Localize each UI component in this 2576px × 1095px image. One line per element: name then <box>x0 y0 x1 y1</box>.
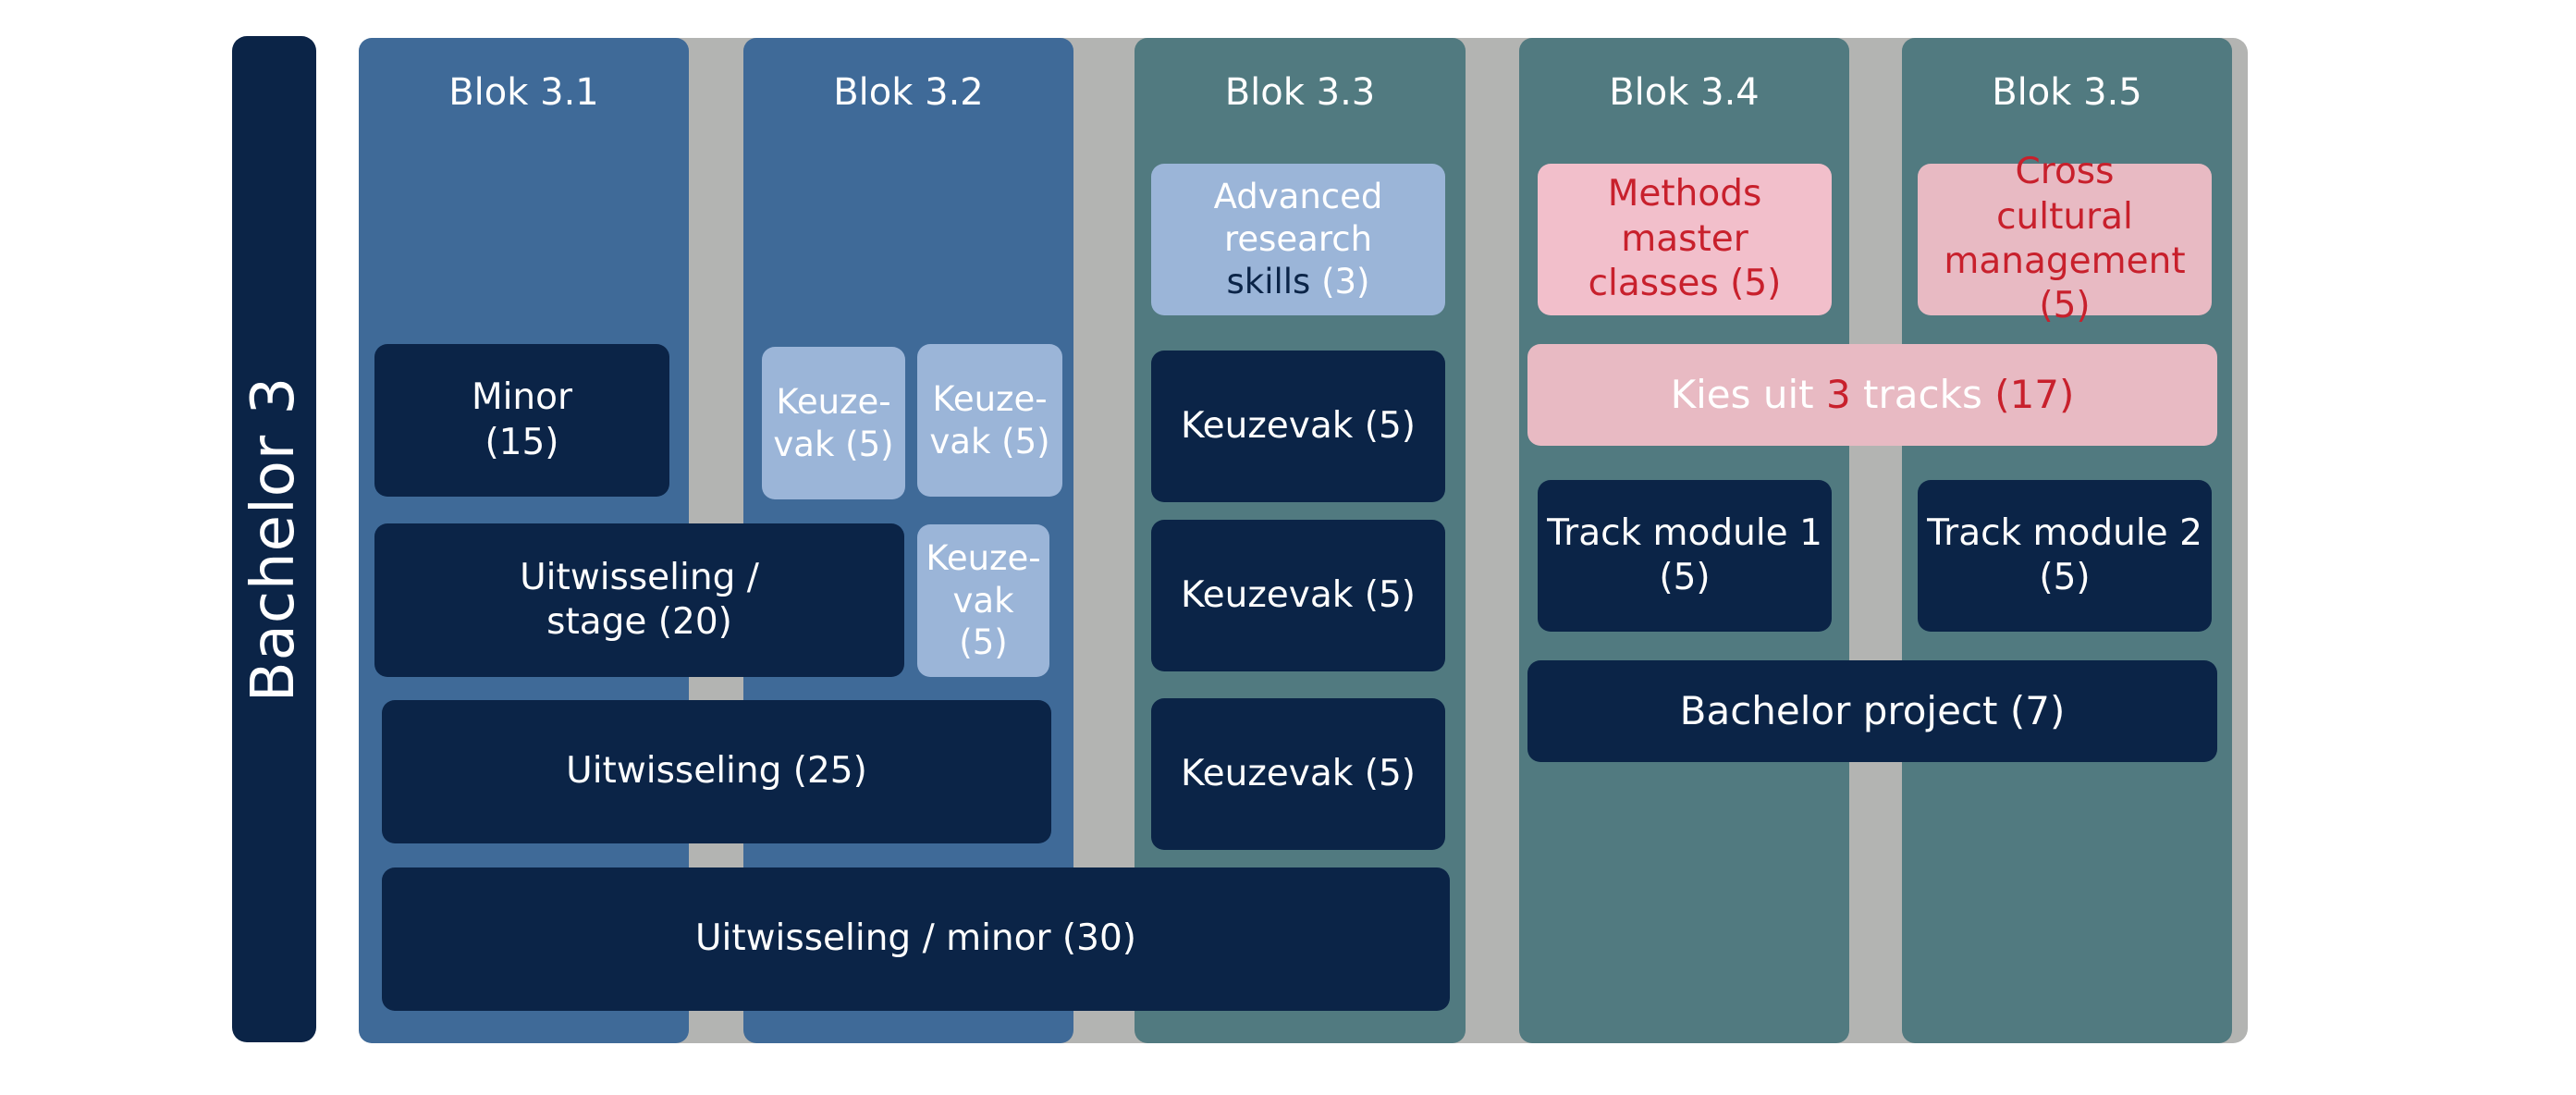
track-module-2-box: Track module 2 (5) <box>1918 480 2212 632</box>
column-title-blok-3-1: Blok 3.1 <box>448 71 599 114</box>
keuzevak-box: Keuze- vak (5) <box>917 344 1062 497</box>
keuzevak-credits: vak (5) <box>952 580 1014 663</box>
keuzevak-box: Keuzevak (5) <box>1151 520 1445 671</box>
kies-tracks-text-2: tracks <box>1850 371 1995 417</box>
track-module-1-label: Track module 1 <box>1547 511 1822 554</box>
keuzevak-label: Keuze- <box>926 537 1041 578</box>
minor-box: Minor (15) <box>374 344 669 497</box>
advanced-research-line1: Advanced <box>1213 177 1383 217</box>
uitwisseling-stage-label: Uitwisseling / <box>520 556 759 598</box>
keuzevak-label: Keuze- <box>932 378 1048 419</box>
year-sidebar <box>232 36 316 1042</box>
column-title-blok-3-5: Blok 3.5 <box>1992 71 2142 114</box>
advanced-research-skills-box: Advanced research skills (3) <box>1151 164 1445 315</box>
keuzevak-label: Keuze- <box>776 381 891 422</box>
track-module-1-credits: (5) <box>1659 557 1711 598</box>
track-module-2-label: Track module 2 <box>1927 511 2202 554</box>
advanced-research-line2: research <box>1223 219 1373 260</box>
track-module-1-box: Track module 1 (5) <box>1538 480 1832 632</box>
cross-cultural-line1: Cross <box>2015 151 2115 193</box>
uitwisseling-minor-label: Uitwisseling / minor (30) <box>694 917 1136 960</box>
methods-master-label: Methods master <box>1607 173 1762 260</box>
uitwisseling-minor-box: Uitwisseling / minor (30) <box>382 867 1450 1011</box>
cross-cultural-line2: cultural <box>1996 195 2133 238</box>
uitwisseling-25-label: Uitwisseling (25) <box>566 750 867 793</box>
year-label: Bachelor 3 <box>239 375 308 703</box>
keuzevak-label: Keuzevak (5) <box>1180 404 1416 447</box>
column-title-blok-3-3: Blok 3.3 <box>1224 71 1376 114</box>
keuzevak-box: Keuze- vak (5) <box>917 524 1049 677</box>
keuzevak-box: Keuzevak (5) <box>1151 351 1445 502</box>
column-title-blok-3-2: Blok 3.2 <box>833 71 984 114</box>
bachelor-project-label: Bachelor project (7) <box>1679 687 2066 733</box>
keuzevak-label: Keuzevak (5) <box>1180 752 1416 794</box>
keuzevak-label: Keuzevak (5) <box>1180 573 1416 616</box>
cross-cultural-line3: management (5) <box>1944 240 2186 327</box>
minor-label: Minor <box>471 376 573 419</box>
uitwisseling-25-box: Uitwisseling (25) <box>382 700 1051 843</box>
keuzevak-box: Keuze- vak (5) <box>762 347 905 499</box>
bachelor-project-box: Bachelor project (7) <box>1527 660 2217 762</box>
methods-master-classes-box: Methods master classes (5) <box>1538 164 1832 315</box>
keuzevak-credits: vak (5) <box>773 424 894 464</box>
advanced-research-line3: skills <box>1226 261 1311 301</box>
uitwisseling-stage-box: Uitwisseling / stage (20) <box>374 523 904 677</box>
advanced-research-credits: (3) <box>1321 261 1370 301</box>
keuzevak-credits: vak (5) <box>929 421 1050 461</box>
minor-credits: (15) <box>485 421 559 463</box>
methods-master-credits: classes (5) <box>1588 263 1782 305</box>
column-title-blok-3-4: Blok 3.4 <box>1609 71 1760 114</box>
uitwisseling-stage-credits: stage (20) <box>546 601 732 643</box>
keuzevak-box: Keuzevak (5) <box>1151 698 1445 850</box>
track-module-2-credits: (5) <box>2039 557 2091 598</box>
cross-cultural-management-box: Cross cultural management (5) <box>1918 151 2212 326</box>
kies-tracks-credits: (17) <box>1994 371 2075 417</box>
kies-tracks-box: Kies uit 3 tracks (17) <box>1527 344 2217 446</box>
kies-tracks-number: 3 <box>1825 371 1851 417</box>
kies-tracks-text: Kies uit <box>1670 371 1826 417</box>
